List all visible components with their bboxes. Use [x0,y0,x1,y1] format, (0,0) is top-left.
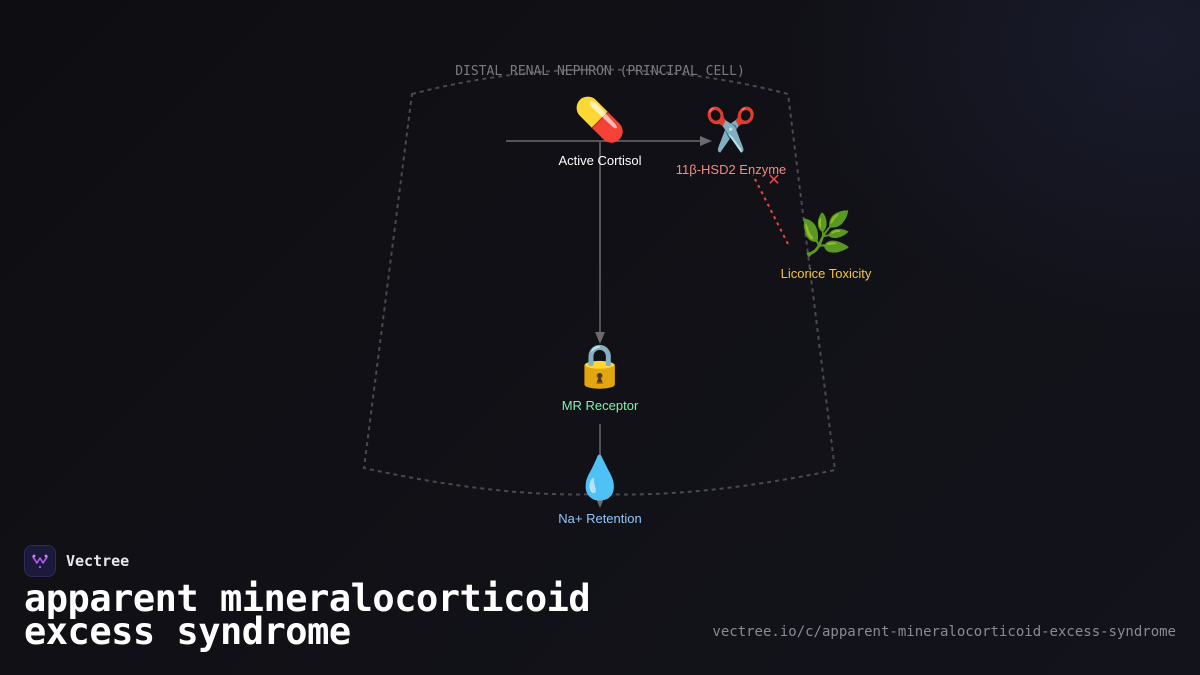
lock-icon: 🔒 [574,341,626,390]
page-title: apparent mineralocorticoid excess syndro… [24,577,591,653]
page-url: vectree.io/c/apparent-mineralocorticoid-… [712,624,1176,640]
node-11b-hsd2-enzyme: ✂️ 11β-HSD2 Enzyme [676,104,787,177]
inhibition-mark-icon: ✕ [767,172,780,189]
brand-name: Vectree [66,552,130,570]
node-label-enzyme: 11β-HSD2 Enzyme [676,162,787,177]
scissors-icon: ✂️ [705,104,757,154]
node-label-sodium: Na+ Retention [558,511,641,526]
droplet-icon: 💧 [574,453,626,502]
region-label: DISTAL RENAL NEPHRON (PRINCIPAL CELL) [455,64,745,79]
node-active-cortisol: 💊 Active Cortisol [558,94,641,168]
nephron-outline [362,68,837,496]
brand: Vectree [24,544,129,578]
node-label-licorice: Licorice Toxicity [781,266,872,281]
node-label-cortisol: Active Cortisol [558,153,641,168]
node-label-receptor: MR Receptor [562,398,639,413]
node-licorice-toxicity: 🌿 Licorice Toxicity [781,209,872,281]
node-na-retention: 💧 Na+ Retention [558,453,641,526]
edge-licorice-inhibits-enzyme [752,174,789,245]
vectree-logo-icon [24,545,56,577]
herb-icon: 🌿 [800,209,852,258]
node-mr-receptor: 🔒 MR Receptor [562,341,639,413]
pill-icon: 💊 [574,94,626,145]
